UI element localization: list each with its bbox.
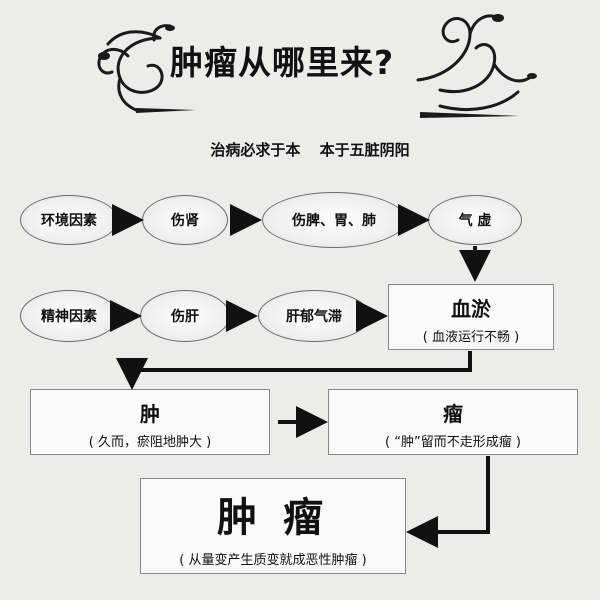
- tumor-title: 瘤: [443, 402, 463, 426]
- node-neoplasm: 肿 瘤 ( 从量变产生质变就成恶性肿瘤 ): [140, 478, 406, 574]
- node-tumor: 瘤 ( “肿”留而不走形成瘤 ): [328, 389, 578, 455]
- page-title: 肿瘤从哪里来?: [170, 43, 395, 82]
- swelling-note: ( 久而，瘀阻地肿大 ): [88, 435, 212, 450]
- node-liver-qi-stagnation: 肝郁气滞: [258, 290, 370, 342]
- node-qi-deficiency: 气 虚: [428, 195, 522, 245]
- arrow-tumor-to-neoplasm: [406, 456, 490, 548]
- tumor-note: ( “肿”留而不走形成瘤 ): [385, 435, 521, 450]
- subtitle: 治病必求于本 本于五脏阴阳: [210, 141, 410, 159]
- arrow-blood-stasis-to-swelling: [116, 351, 472, 390]
- node-swelling: 肿 ( 久而，瘀阻地肿大 ): [30, 389, 270, 455]
- node-mental-factors: 精神因素: [20, 290, 118, 342]
- neoplasm-title: 肿 瘤: [217, 495, 329, 541]
- swelling-title: 肿: [140, 402, 160, 426]
- node-liver-damage: 伤肝: [140, 290, 230, 342]
- node-blood-stasis: 血淤 ( 血液运行不畅 ): [388, 284, 554, 350]
- node-kidney-damage: 伤肾: [142, 195, 228, 245]
- node-spleen-stomach-lung-damage: 伤脾、胃、肺: [262, 192, 406, 248]
- blood-stasis-title: 血淤: [451, 297, 491, 321]
- node-environment-factors: 环境因素: [20, 195, 118, 245]
- neoplasm-note: ( 从量变产生质变就成恶性肿瘤 ): [179, 553, 367, 568]
- blood-stasis-note: ( 血液运行不畅 ): [422, 330, 520, 345]
